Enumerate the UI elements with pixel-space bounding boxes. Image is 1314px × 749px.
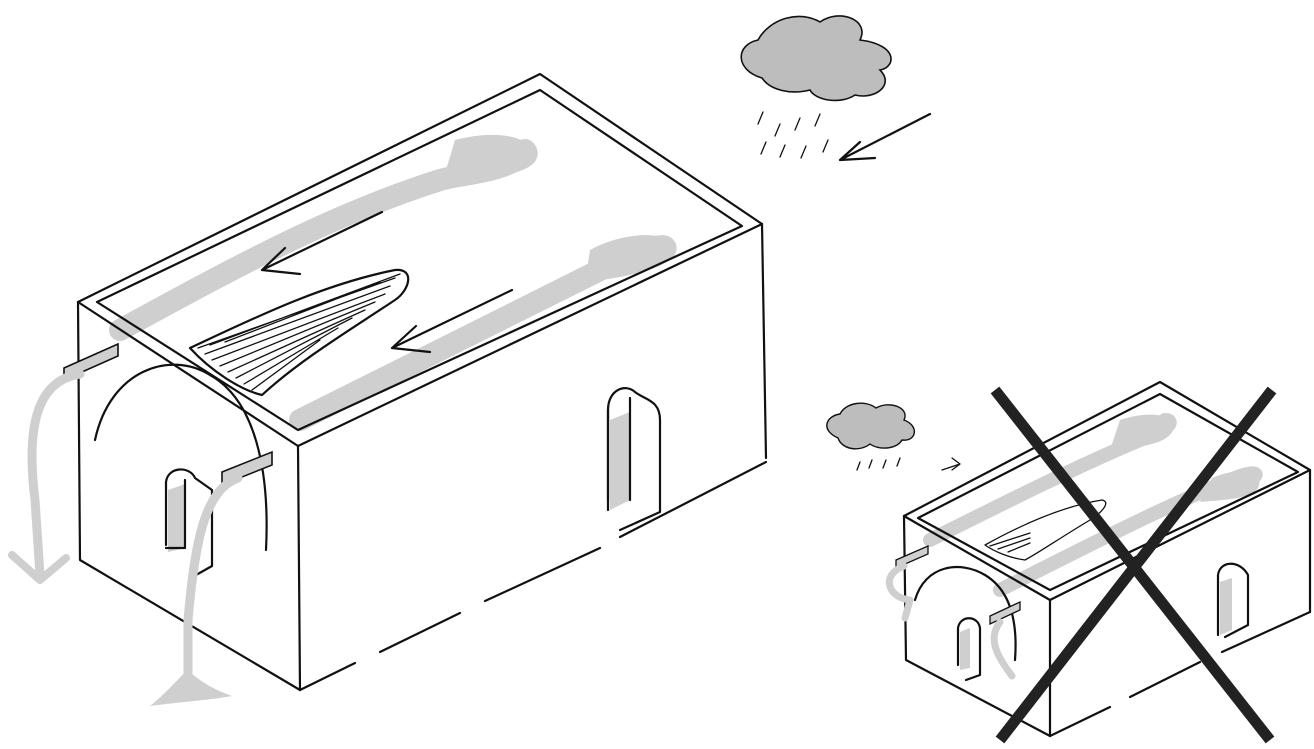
cloud-small bbox=[827, 403, 915, 449]
rain-icon bbox=[857, 458, 900, 470]
wind-arrow-icon bbox=[942, 458, 960, 470]
rain-icon bbox=[758, 112, 828, 158]
cloud-icon bbox=[741, 16, 891, 101]
roof-water-flow bbox=[120, 135, 675, 420]
small-building bbox=[889, 382, 1310, 736]
downspout-left bbox=[12, 344, 118, 580]
cloud-icon bbox=[827, 403, 915, 449]
side-door bbox=[608, 388, 660, 530]
wind-arrow-icon bbox=[840, 114, 930, 160]
large-building bbox=[12, 74, 766, 706]
cloud-large bbox=[741, 16, 891, 101]
small-downspout-left bbox=[889, 546, 928, 618]
